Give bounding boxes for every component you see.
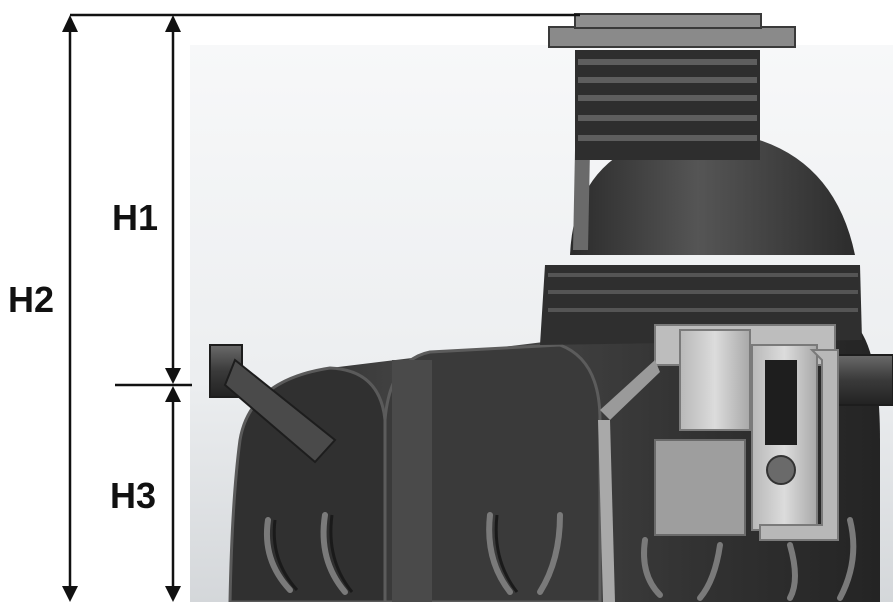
filter-cartridge (765, 360, 797, 445)
tank-dome (570, 130, 855, 255)
h2-arrow (62, 15, 78, 602)
internal-cutaway (598, 324, 839, 602)
manhole-lid (548, 26, 796, 48)
dimension-lines (62, 13, 580, 602)
tank-illustration (209, 13, 893, 602)
h1-arrow (165, 15, 181, 384)
collar-ribs (548, 273, 858, 312)
h1-label: H1 (112, 197, 158, 238)
center-column (392, 360, 432, 602)
outlet-pipe (837, 354, 893, 406)
h3-label: H3 (110, 475, 156, 516)
dome-cutaway (573, 150, 590, 250)
manhole-cover (574, 13, 762, 29)
riser-corrugations (578, 59, 757, 141)
h2-label: H2 (8, 279, 54, 320)
inlet-pipe (209, 344, 337, 464)
riser (575, 50, 760, 160)
h3-arrow (165, 386, 181, 602)
tank-ribs (264, 512, 857, 601)
tank-rib-shadows (272, 514, 519, 593)
